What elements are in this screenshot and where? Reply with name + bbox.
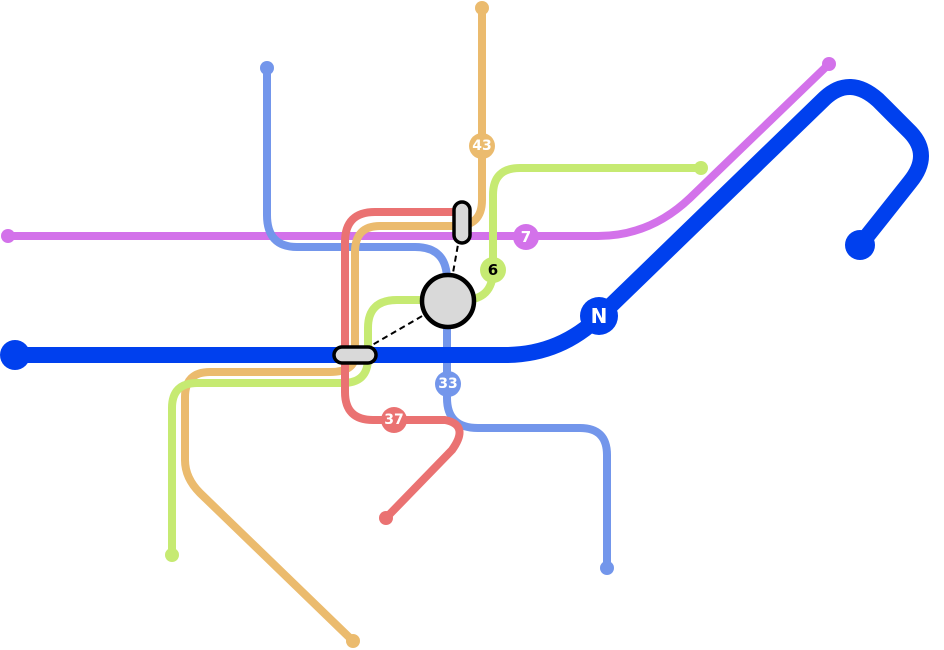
badge-label: 37: [384, 412, 403, 428]
line-33-terminus: [600, 561, 614, 575]
badge-label: 6: [488, 261, 498, 279]
line-N-terminus: [845, 230, 875, 260]
badge-label: 33: [438, 376, 457, 392]
transfer-link: [354, 300, 449, 356]
line-6-terminus: [694, 161, 708, 175]
station-west[interactable]: [332, 345, 378, 365]
line-7-terminus: [822, 57, 836, 71]
line-badge-N[interactable]: N: [580, 297, 618, 335]
line-33-terminus: [260, 61, 274, 75]
line-43-terminus: [346, 634, 360, 648]
line-43-terminus: [475, 1, 489, 15]
line-7-terminus: [1, 229, 15, 243]
badge-label: 7: [521, 228, 531, 246]
badge-label: N: [591, 304, 608, 328]
line-badge-33[interactable]: 33: [435, 371, 461, 397]
line-37-terminus: [379, 511, 393, 525]
station-hub[interactable]: [419, 272, 477, 330]
line-33-route[interactable]: [263, 64, 611, 572]
line-N-route[interactable]: [7, 79, 929, 363]
line-badge-7[interactable]: 7: [513, 224, 539, 250]
station-north[interactable]: [452, 200, 472, 245]
line-N-terminus: [0, 340, 30, 370]
line-badge-37[interactable]: 37: [381, 407, 407, 433]
line-6-terminus: [165, 548, 179, 562]
line-7-route[interactable]: [4, 60, 833, 240]
line-6-route[interactable]: [168, 164, 705, 559]
line-badge-43[interactable]: 43: [469, 133, 495, 159]
line-badge-6[interactable]: 6: [480, 257, 506, 283]
line-37-route[interactable]: [341, 208, 464, 522]
badge-label: 43: [472, 138, 491, 154]
